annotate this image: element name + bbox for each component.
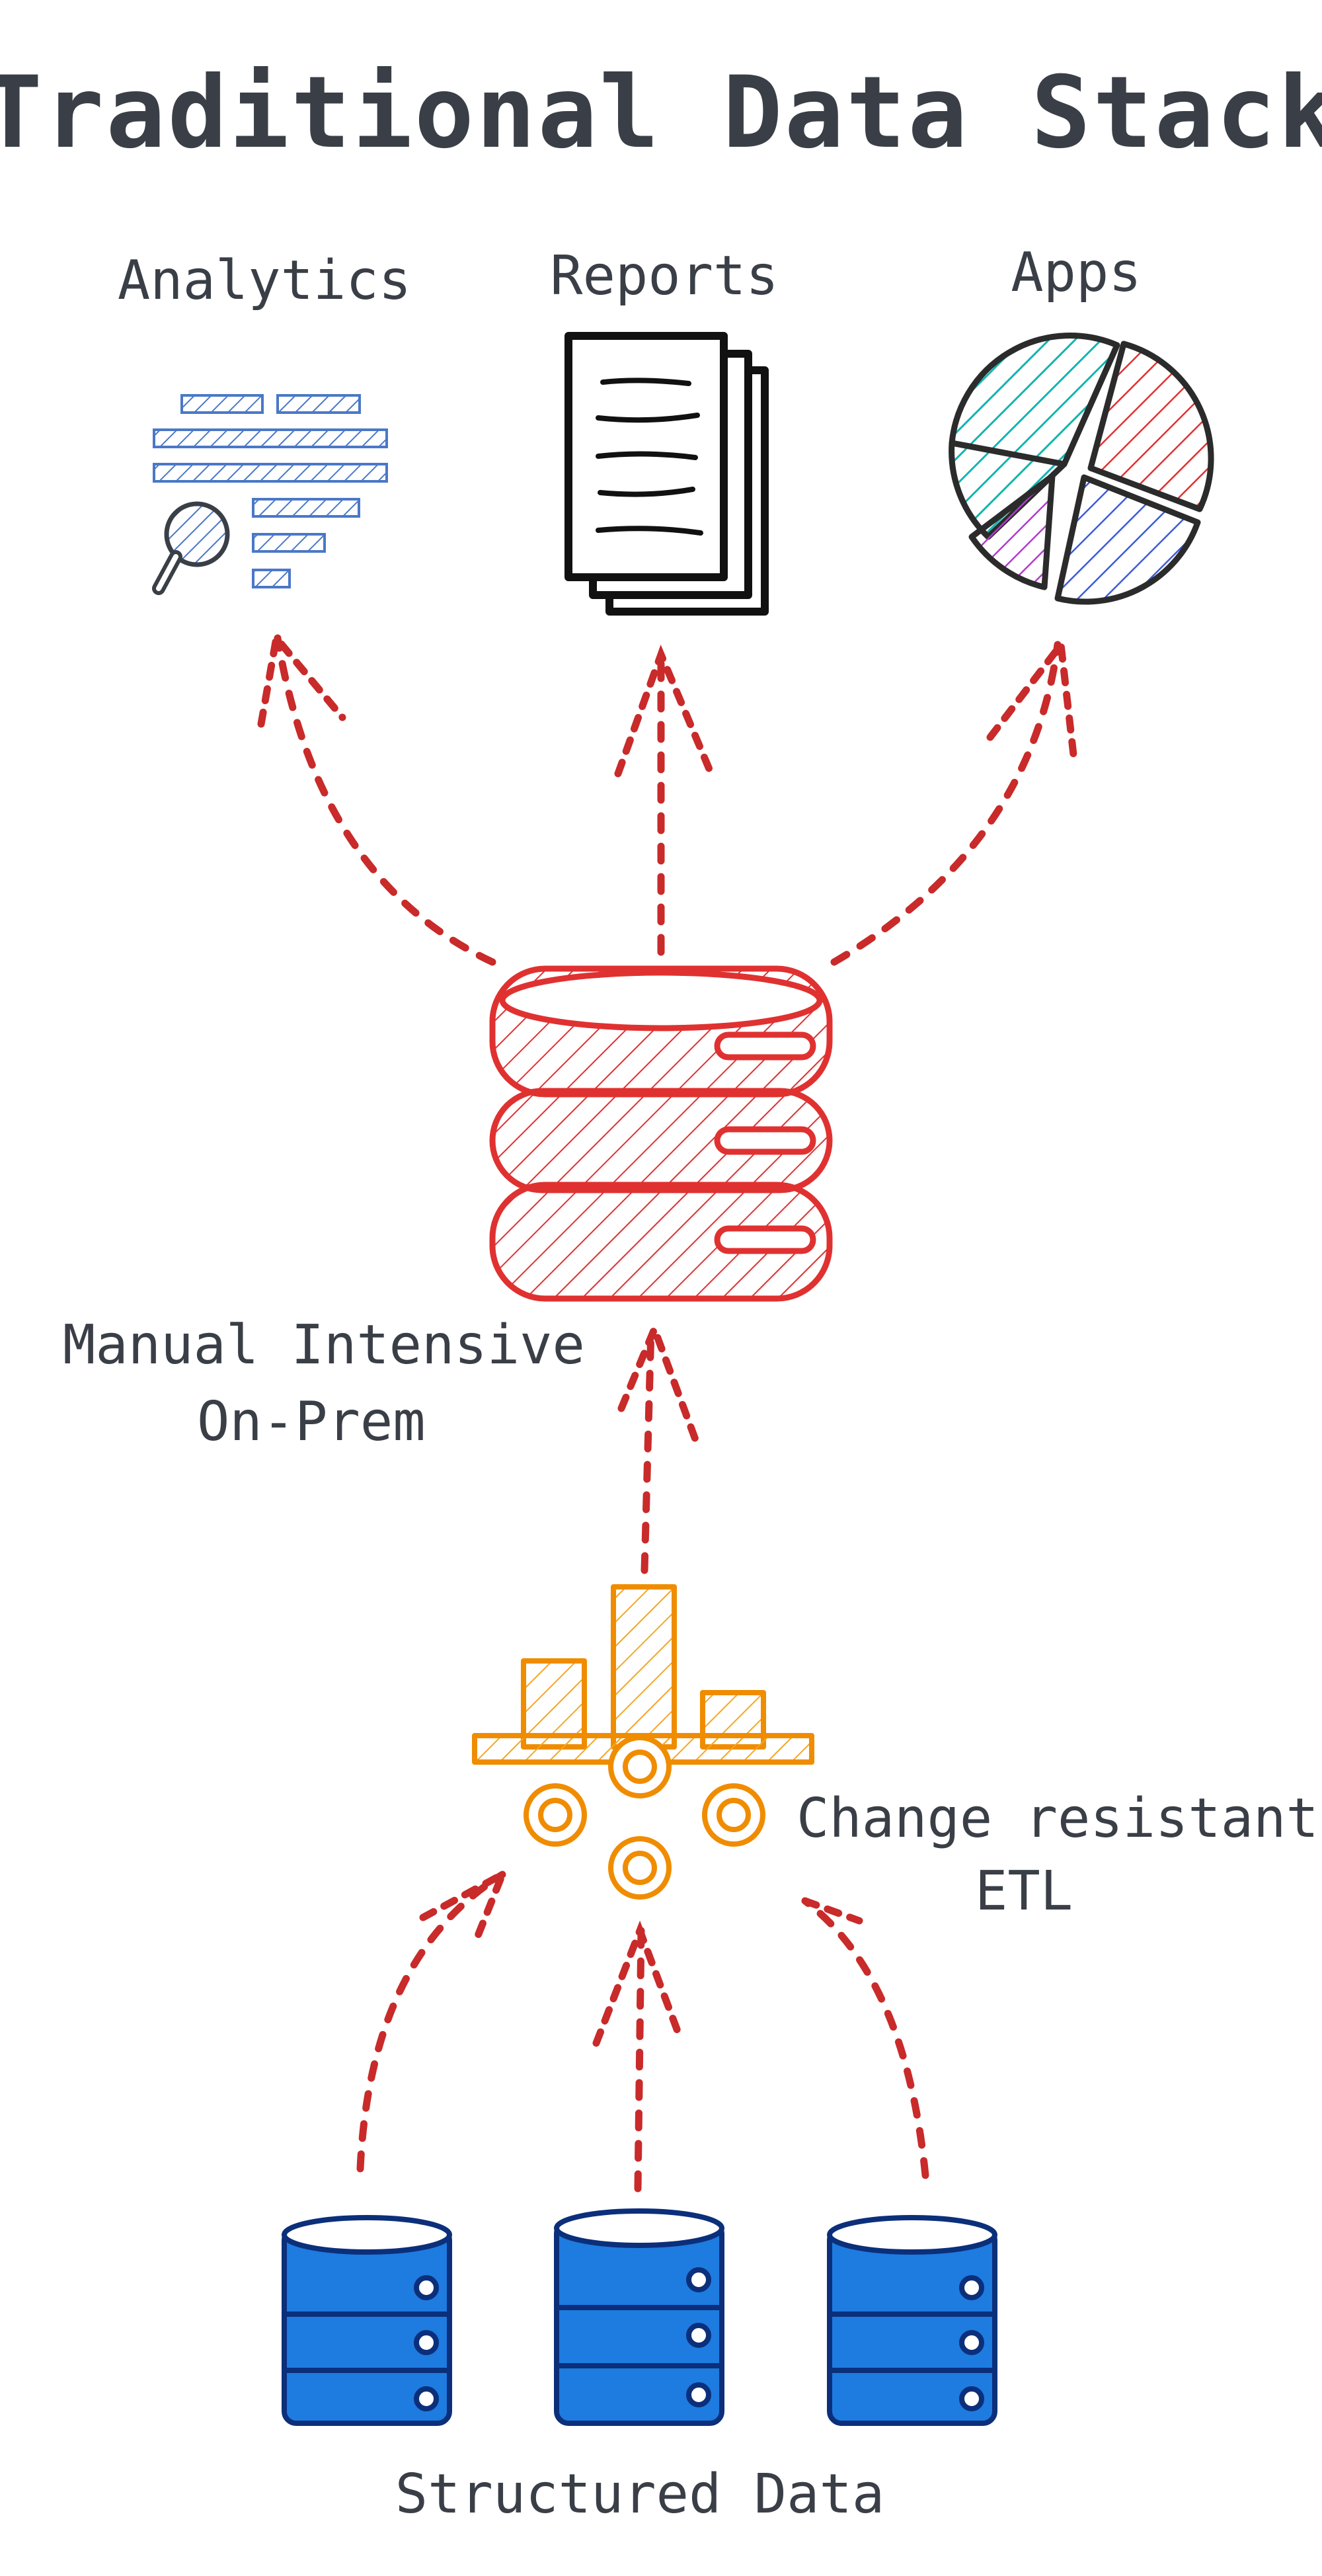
etl-conveyor-icon [472, 1584, 814, 1900]
arrowhead-reports [614, 644, 717, 781]
arrowhead-source-1 [419, 1866, 510, 1945]
arrow-from-source-1 [356, 1871, 506, 2173]
source-database-1 [282, 2215, 452, 2426]
warehouse-note-line2: On-Prem [197, 1390, 426, 1453]
sources-label: Structured Data [395, 2463, 885, 2526]
etl-note-line2: ETL [975, 1860, 1073, 1923]
arrow-to-analytics [274, 634, 496, 966]
document-stack-icon [564, 332, 769, 616]
arrowhead-apps [986, 635, 1078, 764]
server-database-icon [489, 965, 833, 1302]
arrows-from-sources [356, 1866, 929, 2193]
reports-label: Reports [550, 245, 779, 307]
arrowhead-analytics [257, 629, 346, 728]
arrowhead-source-3 [801, 1897, 863, 1925]
arrows-to-outputs [257, 629, 1078, 966]
arrow-from-source-2 [634, 1927, 645, 2193]
pie-chart-icon [949, 333, 1214, 605]
analytics-label: Analytics [118, 249, 411, 312]
apps-label: Apps [1011, 241, 1141, 304]
arrow-from-source-3 [801, 1897, 929, 2179]
diagram-title: Traditional Data Stack [0, 56, 1322, 171]
database-icon [282, 2208, 997, 2426]
source-database-3 [827, 2215, 997, 2426]
arrowhead-source-2 [592, 1920, 685, 2047]
warehouse-note-line1: Manual Intensive [63, 1314, 585, 1377]
arrow-etl-to-warehouse [617, 1318, 701, 1574]
arrow-to-apps [830, 641, 1062, 966]
source-database-2 [554, 2208, 724, 2426]
etl-note-line1: Change resistant [797, 1787, 1319, 1850]
analytics-search-icon [152, 394, 388, 595]
